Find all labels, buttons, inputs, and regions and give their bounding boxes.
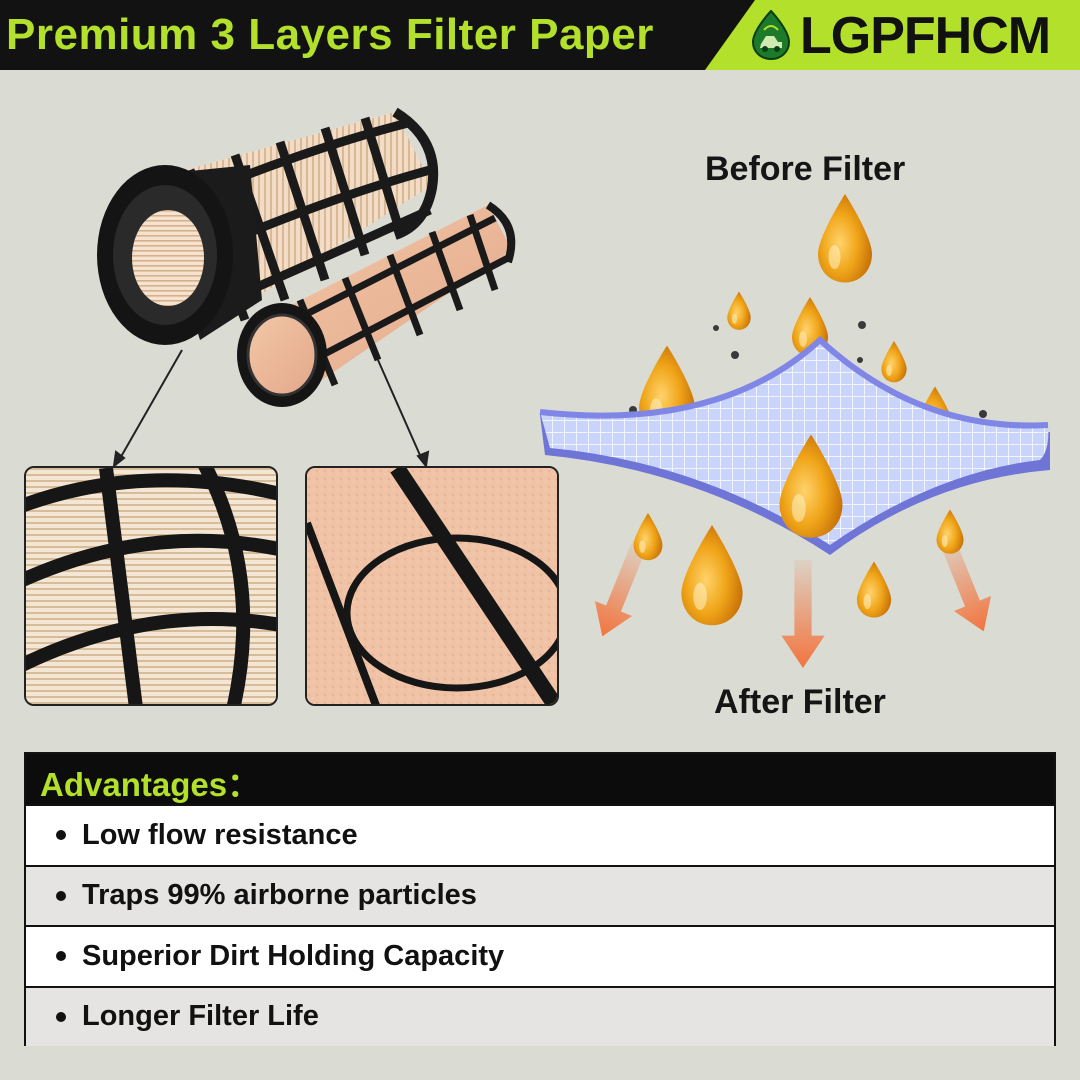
advantage-text: Longer Filter Life bbox=[82, 1000, 319, 1033]
oil-drop-icon bbox=[633, 513, 663, 561]
advantage-text: Traps 99% airborne particles bbox=[82, 879, 477, 912]
advantages-heading: Advantages： bbox=[26, 754, 1054, 804]
oil-drop-icon bbox=[881, 341, 907, 383]
page-title: Premium 3 Layers Filter Paper bbox=[6, 10, 654, 59]
oil-drop-icon bbox=[936, 509, 964, 554]
advantage-item: Longer Filter Life bbox=[26, 985, 1054, 1046]
pleated-paper-closeup bbox=[24, 466, 278, 706]
outer-filter-element bbox=[97, 107, 439, 345]
advantage-item: Superior Dirt Holding Capacity bbox=[26, 925, 1054, 986]
inner-filter-element bbox=[237, 201, 516, 407]
bullet-icon bbox=[56, 890, 66, 901]
felt-layer-closeup bbox=[305, 466, 559, 706]
advantage-item: Traps 99% airborne particles bbox=[26, 864, 1054, 925]
oil-drop-icon bbox=[681, 525, 743, 626]
oil-drop-icon bbox=[856, 561, 892, 618]
bullet-icon bbox=[56, 951, 66, 962]
filter-media-sheet bbox=[539, 335, 1050, 555]
advantage-text: Superior Dirt Holding Capacity bbox=[82, 939, 505, 972]
advantage-item: Low flow resistance bbox=[26, 804, 1054, 865]
filter-products-illustration bbox=[97, 107, 516, 469]
brand-name: LGPFHCM bbox=[800, 7, 1051, 65]
oil-drop-icon bbox=[818, 194, 872, 283]
zoom-pointers bbox=[112, 349, 430, 469]
filtration-diagram bbox=[539, 194, 1050, 668]
bullet-icon bbox=[56, 830, 66, 841]
advantage-text: Low flow resistance bbox=[82, 818, 358, 851]
brand-logo-icon bbox=[751, 10, 791, 60]
before-filter-label: Before Filter bbox=[705, 150, 906, 188]
bullet-icon bbox=[56, 1011, 66, 1022]
advantages-table: Advantages： Low flow resistance Traps 99… bbox=[24, 752, 1056, 1046]
oil-drop-icon bbox=[727, 291, 751, 330]
down-arrow-icon bbox=[781, 560, 825, 668]
after-filter-label: After Filter bbox=[714, 683, 886, 721]
